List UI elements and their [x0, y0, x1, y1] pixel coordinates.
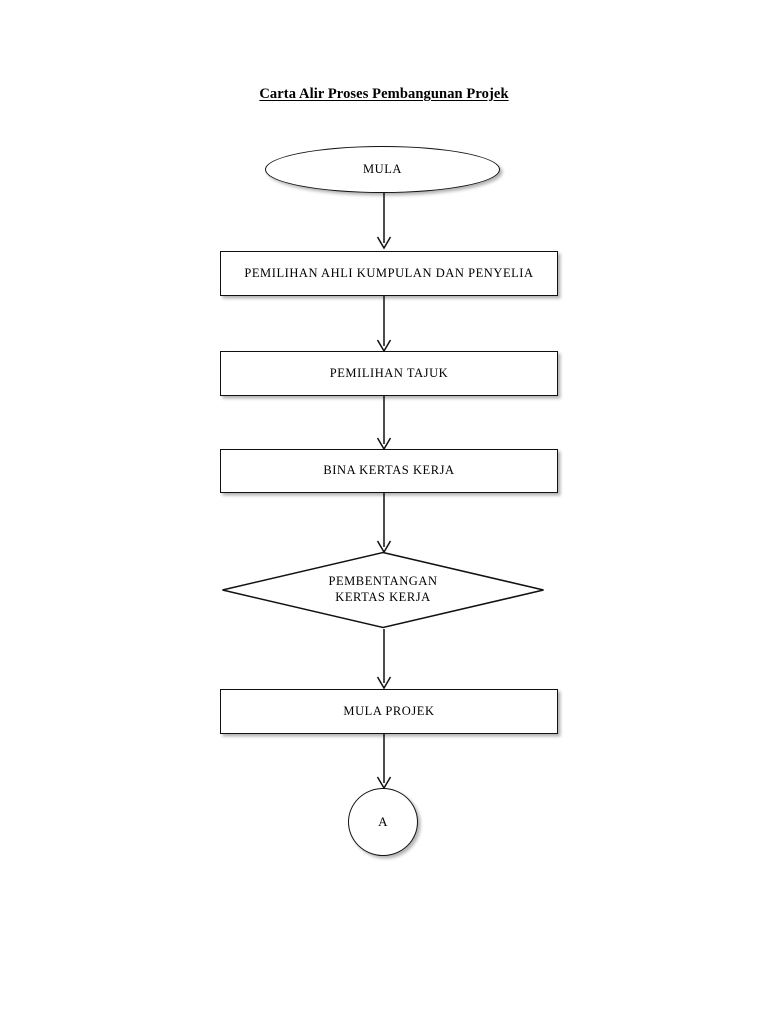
flow-node-label: PEMILIHAN AHLI KUMPULAN DAN PENYELIA: [244, 265, 534, 280]
flow-node-label: MULA: [362, 161, 402, 176]
page-title: Carta Alir Proses Pembangunan Projek: [0, 86, 768, 103]
flow-node-process-start-project[interactable]: MULA PROJEK: [220, 689, 558, 734]
flow-edge-paper-to-presentation: [373, 493, 395, 555]
flow-node-label: PEMBENTANGAN KERTAS KERJA: [328, 574, 438, 604]
flow-node-process-select-topic[interactable]: PEMILIHAN TAJUK: [220, 351, 558, 396]
flow-edge-presentation-to-start-project: [373, 629, 395, 691]
flow-node-label: MULA PROJEK: [343, 703, 435, 718]
flow-node-terminator-start[interactable]: MULA: [265, 146, 500, 193]
page-title-text: Carta Alir Proses Pembangunan Projek: [259, 86, 509, 102]
diamond-shape: [222, 551, 544, 629]
flow-node-decision-presentation[interactable]: PEMBENTANGAN KERTAS KERJA: [221, 551, 545, 629]
flow-edge-topic-to-paper: [373, 396, 395, 452]
flow-node-label: BINA KERTAS KERJA: [323, 463, 455, 478]
flow-node-process-select-members[interactable]: PEMILIHAN AHLI KUMPULAN DAN PENYELIA: [220, 251, 558, 296]
flow-edge-selection-to-topic: [373, 296, 395, 354]
flow-node-label: A: [378, 813, 388, 829]
flow-edge-start-project-to-connector: [373, 734, 395, 792]
flow-node-connector-a[interactable]: A: [348, 788, 418, 856]
flow-edge-start-to-selection: [373, 193, 395, 251]
flow-node-label: PEMILIHAN TAJUK: [329, 365, 449, 380]
flow-node-process-build-paper[interactable]: BINA KERTAS KERJA: [220, 449, 558, 493]
